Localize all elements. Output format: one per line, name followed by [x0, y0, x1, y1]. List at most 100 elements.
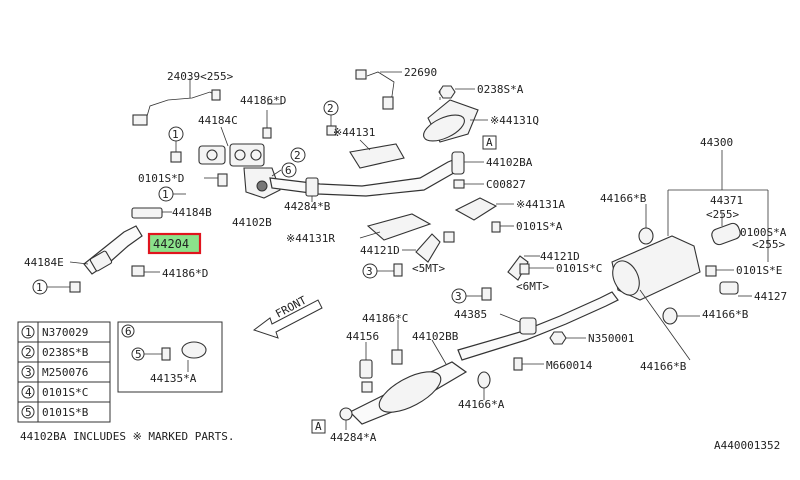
front-direction-arrow [252, 299, 323, 339]
label-44186d-bottom[interactable]: 44186*D [162, 267, 208, 280]
bolt-0101se [705, 265, 734, 277]
callout-circle-6 [281, 162, 297, 178]
muffler-44300 [611, 150, 769, 301]
detail-box-6-item-5: 5 [135, 348, 142, 361]
label-44127[interactable]: 44127 [754, 290, 787, 303]
legend-code-4[interactable]: 0101S*C [42, 386, 88, 399]
label-44121d-left[interactable]: 44121D [360, 244, 400, 257]
label-6mt[interactable]: <6MT> [516, 280, 549, 293]
callout-circle-2-b [290, 147, 306, 163]
legend-num-3: 3 [25, 366, 32, 379]
label-44131[interactable]: ※44131 [333, 126, 375, 139]
ref-box-a-top-text: A [486, 136, 493, 149]
label-44371-sub[interactable]: <255> [706, 208, 739, 221]
circle-3-a-num: 3 [366, 265, 373, 278]
upper-cat-converter [423, 88, 488, 143]
circle-2-b-num: 2 [294, 149, 301, 162]
circle-1-a-num: 1 [172, 128, 179, 141]
label-44284b[interactable]: 44284*B [284, 200, 331, 213]
label-44131q[interactable]: ※44131Q [490, 114, 539, 127]
bolt-0101sc [519, 263, 554, 275]
label-44166b-bottom[interactable]: 44166*B [640, 360, 687, 373]
label-44102bb[interactable]: 44102BB [412, 330, 459, 343]
diagram-id: A440001352 [714, 439, 780, 452]
legend-num-1: 1 [25, 326, 32, 339]
bracket-44121d-right [507, 255, 540, 281]
label-44121d-right[interactable]: 44121D [540, 250, 580, 263]
label-22690[interactable]: 22690 [404, 66, 437, 79]
bolt-0101sd [204, 173, 228, 187]
label-44184b[interactable]: 44184B [172, 206, 212, 219]
label-44385[interactable]: 44385 [454, 308, 487, 321]
circle-1-c-num: 1 [36, 281, 43, 294]
legend-table: 1 N370029 2 0238S*B 3 M250076 4 0101S*C … [17, 321, 111, 423]
ref-box-a-bottom-text: A [315, 420, 322, 433]
circle-1-b-num: 1 [162, 188, 169, 201]
circle-2-top-num: 2 [327, 102, 334, 115]
label-44156[interactable]: 44156 [346, 330, 379, 343]
nut-n350001 [549, 331, 586, 345]
highlight-box-44204 [147, 232, 202, 255]
label-44204[interactable]: 44204 [153, 237, 189, 251]
label-0101sa[interactable]: 0101S*A [516, 220, 563, 233]
label-44300[interactable]: 44300 [700, 136, 733, 149]
legend-code-2[interactable]: 0238S*B [42, 346, 89, 359]
bolt-44186c [391, 320, 403, 365]
hanger-44166b-bottom [639, 289, 691, 361]
gasket-44184b [131, 207, 172, 219]
label-44131r[interactable]: ※44131R [286, 232, 335, 245]
clip-c00827 [453, 179, 484, 189]
heat-shield-44131a [454, 197, 514, 221]
legend-code-5[interactable]: 0101S*B [42, 406, 89, 419]
label-5mt[interactable]: <5MT> [412, 262, 445, 275]
label-0100sa-sub[interactable]: <255> [752, 238, 785, 251]
legend-num-4: 4 [25, 386, 32, 399]
label-44131a[interactable]: ※44131A [516, 198, 565, 211]
label-44135a[interactable]: 44135*A [150, 372, 197, 385]
label-44166b-right[interactable]: 44166*B [702, 308, 749, 321]
label-0101sc[interactable]: 0101S*C [556, 262, 602, 275]
bracket-44121d-left [402, 231, 455, 263]
tailpipe-44371 [711, 214, 741, 246]
part-24039-wire [132, 78, 221, 126]
label-44284a[interactable]: 44284*A [330, 431, 377, 444]
nut-0238sa [438, 85, 475, 99]
label-n350001[interactable]: N350001 [588, 332, 634, 345]
legend-code-1[interactable]: N370029 [42, 326, 88, 339]
gasket-44156 [359, 342, 373, 393]
label-44184e[interactable]: 44184E [24, 256, 64, 269]
exhaust-manifold-left [198, 126, 281, 199]
label-c00827[interactable]: C00827 [486, 178, 526, 191]
hanger-44166b-right [662, 307, 700, 325]
label-0101sd[interactable]: 0101S*D [138, 172, 184, 185]
circle-3-b-num: 3 [455, 290, 462, 303]
label-0238sa[interactable]: 0238S*A [477, 83, 524, 96]
legend-num-2: 2 [25, 346, 32, 359]
bolt-0101sa [491, 221, 514, 233]
flange-44284a [339, 407, 353, 430]
label-44186c[interactable]: 44186*C [362, 312, 408, 325]
hanger-44127 [719, 281, 752, 297]
circle-6-num: 6 [285, 164, 292, 177]
label-0101se[interactable]: 0101S*E [736, 264, 782, 277]
legend-code-3[interactable]: M250076 [42, 366, 88, 379]
label-44102b[interactable]: 44102B [232, 216, 272, 229]
label-44102ba[interactable]: 44102BA [486, 156, 533, 169]
legend-num-5: 5 [25, 406, 32, 419]
ref-box-a-bottom [311, 419, 326, 434]
detail-box-6-num: 6 [125, 325, 132, 338]
label-44166b-top[interactable]: 44166*B [600, 192, 647, 205]
lower-cat-converter [348, 361, 468, 425]
label-0100sa[interactable]: 0100S*A [740, 226, 787, 239]
label-24039[interactable]: 24039<255> [167, 70, 234, 83]
label-m660014[interactable]: M660014 [546, 359, 593, 372]
label-44184c[interactable]: 44184C [198, 114, 238, 127]
label-44371[interactable]: 44371 [710, 194, 743, 207]
flange-44284b [305, 177, 319, 202]
bolt-44186d-bottom [131, 265, 160, 277]
label-44186d-top[interactable]: 44186*D [240, 94, 286, 107]
hanger-44166a [477, 371, 491, 400]
front-pipe-lower-44204 [83, 225, 143, 275]
label-44166a[interactable]: 44166*A [458, 398, 505, 411]
